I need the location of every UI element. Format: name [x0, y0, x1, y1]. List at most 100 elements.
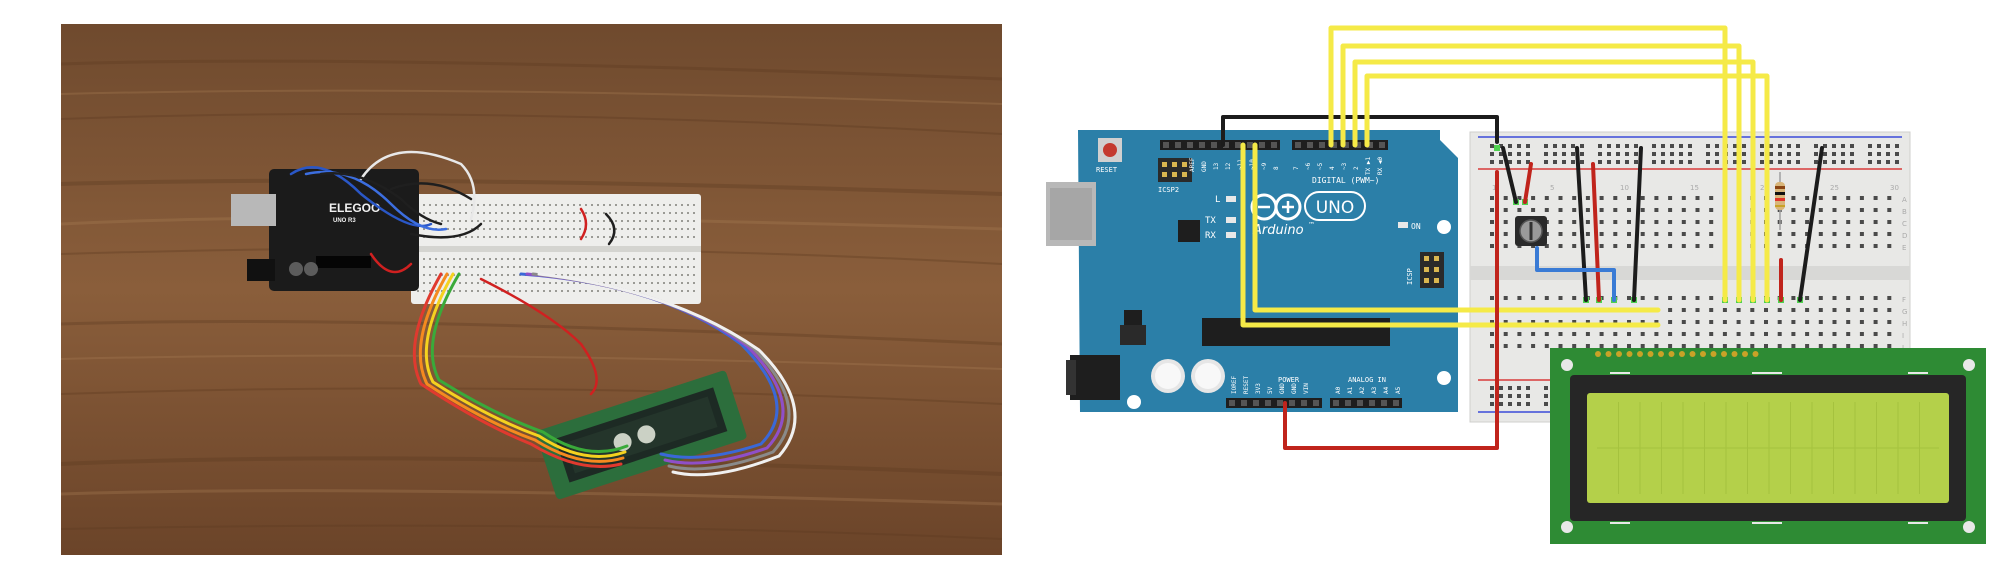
circuit-diagram: 1 5 10 15 20 25 30 A B C D E F G H I J — [1040, 20, 1990, 550]
photo-hole — [513, 212, 515, 214]
header-pin — [1289, 400, 1295, 406]
rail-hole — [1679, 160, 1683, 164]
pin-label-a1: A1 — [1347, 386, 1354, 394]
rail-hole — [1814, 152, 1818, 156]
icsp-pin — [1434, 256, 1439, 261]
grid-hole — [1846, 232, 1851, 236]
grid-hole — [1818, 308, 1823, 312]
grid-hole — [1791, 196, 1796, 200]
header-pin — [1319, 142, 1325, 148]
grid-hole — [1503, 344, 1508, 348]
rail-hole — [1832, 160, 1836, 164]
header-pin — [1381, 400, 1387, 406]
photo-hole — [465, 220, 467, 222]
photo-hole — [579, 220, 581, 222]
photo-hole — [579, 228, 581, 230]
photo-hole — [507, 290, 509, 292]
photo-hole — [555, 212, 557, 214]
photo-hole — [693, 204, 695, 206]
photo-hole — [423, 220, 425, 222]
photo-hole — [543, 228, 545, 230]
header-pin — [1355, 142, 1361, 148]
rail-hole — [1517, 160, 1521, 164]
photo-hole — [609, 258, 611, 260]
rail-hole — [1688, 160, 1692, 164]
bb-row-d: D — [1902, 232, 1907, 240]
photo-hole — [561, 290, 563, 292]
photo-hole — [645, 212, 647, 214]
photo-hole — [615, 290, 617, 292]
photo-hole — [519, 212, 521, 214]
photo-hole — [471, 258, 473, 260]
grid-hole — [1887, 296, 1892, 300]
grid-hole — [1599, 208, 1604, 212]
grid-hole — [1627, 332, 1631, 336]
grid-hole — [1613, 220, 1618, 224]
rail-hole — [1688, 152, 1692, 156]
grid-hole — [1490, 232, 1494, 236]
photo-hole — [441, 204, 443, 206]
rail-hole — [1661, 152, 1665, 156]
icsp2-pin — [1182, 162, 1187, 167]
grid-hole — [1558, 220, 1563, 224]
photo-hole — [447, 290, 449, 292]
header-pin — [1301, 400, 1307, 406]
photo-hole — [639, 212, 641, 214]
reset-button[interactable] — [1098, 138, 1122, 162]
grid-hole — [1627, 220, 1631, 224]
photo-hole — [627, 274, 629, 276]
grid-hole — [1613, 196, 1618, 200]
grid-hole — [1544, 332, 1549, 336]
photo-brand-label: ELEGOO — [329, 201, 380, 215]
grid-hole — [1681, 296, 1686, 300]
grid-hole — [1818, 344, 1823, 348]
photo-hole — [567, 236, 569, 238]
photo-hole — [543, 290, 545, 292]
grid-hole — [1846, 344, 1851, 348]
photo-hole — [657, 220, 659, 222]
grid-hole — [1640, 320, 1645, 324]
grid-hole — [1777, 308, 1782, 312]
icsp-header — [1420, 252, 1444, 288]
photo-hole — [645, 266, 647, 268]
grid-hole — [1668, 344, 1673, 348]
rail-hole — [1688, 144, 1692, 148]
photo-hole — [525, 266, 527, 268]
rail-hole — [1517, 152, 1521, 156]
rail-hole — [1508, 144, 1512, 148]
photo-hole — [531, 258, 533, 260]
rail-hole — [1868, 144, 1872, 148]
rail-hole — [1517, 144, 1521, 148]
header-pin — [1247, 142, 1253, 148]
photo-hole — [519, 204, 521, 206]
photo-hole — [687, 274, 689, 276]
photo-hole — [579, 204, 581, 206]
photo-hole — [525, 236, 527, 238]
grid-hole — [1859, 344, 1864, 348]
photo-hole — [627, 212, 629, 214]
grid-hole — [1517, 332, 1522, 336]
photo-hole — [651, 204, 653, 206]
header-pin — [1223, 142, 1229, 148]
header-pin — [1211, 142, 1217, 148]
photo-hole — [609, 220, 611, 222]
grid-hole — [1572, 208, 1577, 212]
grid-hole — [1517, 296, 1522, 300]
grid-hole — [1818, 220, 1823, 224]
photo-hole — [531, 220, 533, 222]
photo-hole — [651, 258, 653, 260]
rail-hole — [1787, 152, 1791, 156]
rail-hole — [1526, 386, 1530, 390]
bb-row-h: H — [1902, 320, 1907, 328]
photo-hole — [681, 258, 683, 260]
photo-hole — [639, 274, 641, 276]
pin-label-1: TX ▶1 — [1365, 157, 1372, 175]
photo-hole — [549, 204, 551, 206]
photo-hole — [603, 204, 605, 206]
grid-hole — [1764, 320, 1768, 324]
photo-hole — [693, 220, 695, 222]
photo-hole — [675, 290, 677, 292]
photo-hole — [435, 290, 437, 292]
rail-hole — [1760, 160, 1764, 164]
photo-hole — [471, 204, 473, 206]
